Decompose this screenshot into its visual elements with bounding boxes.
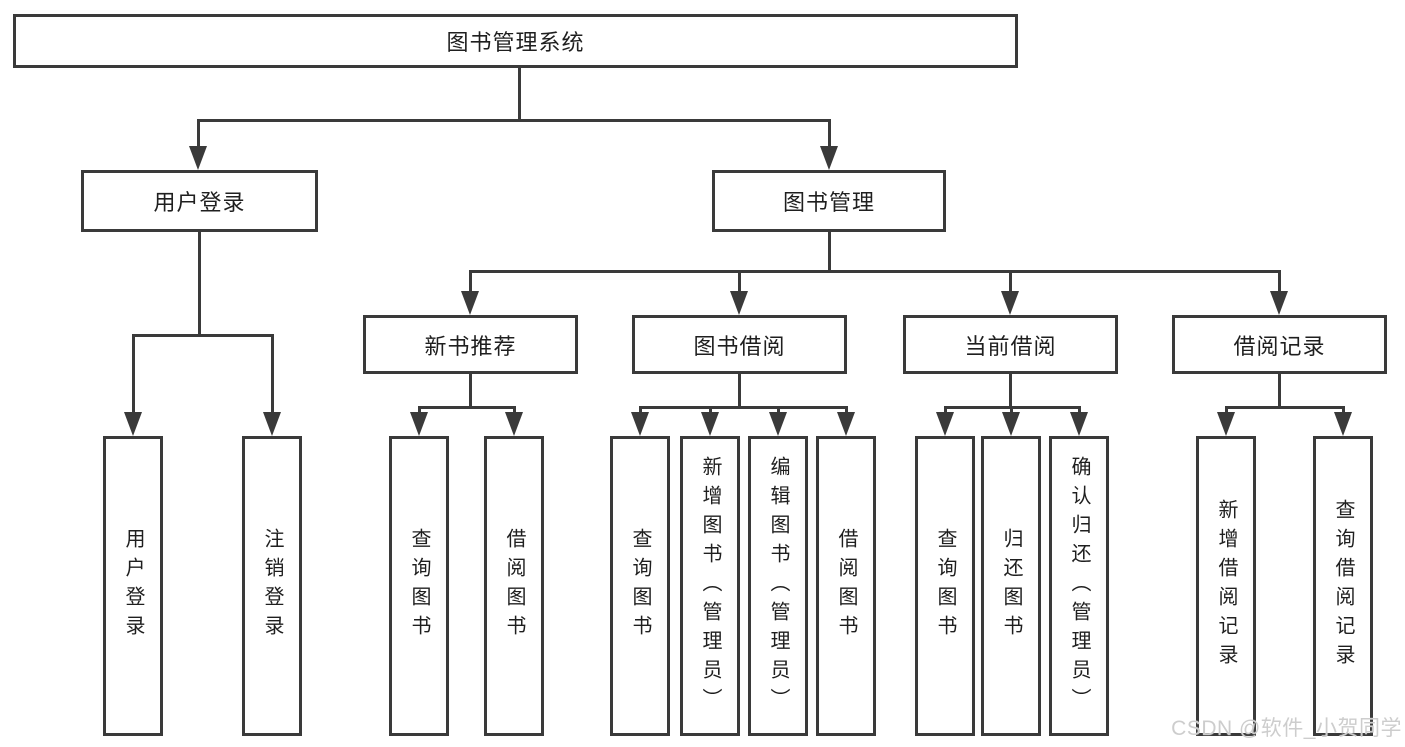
connector-group4-rail	[1225, 406, 1345, 409]
connector-drop-g3c2	[1010, 406, 1013, 414]
connector-drop-book-mgmt	[828, 119, 831, 148]
arrowhead-book-borrow	[730, 291, 748, 315]
connector-drop-g3c1	[944, 406, 947, 414]
leaf-borrow-books: 借阅图书	[816, 436, 876, 736]
connector-book-mgmt-trunk	[828, 232, 831, 272]
connector-drop-leaf-logout	[271, 334, 274, 414]
arrowhead-g3c1	[936, 412, 954, 436]
node-current-borrow: 当前借阅	[903, 315, 1118, 374]
connector-drop-book-borrow	[738, 270, 741, 292]
leaf-logout: 注销登录	[242, 436, 302, 736]
connector-drop-g2c3	[777, 406, 780, 414]
leaf-confirm-return-admin: 确认归还（管理员）	[1049, 436, 1109, 736]
arrowhead-g2c3	[769, 412, 787, 436]
connector-drop-current-borrow	[1009, 270, 1012, 292]
arrowhead-new-book	[461, 291, 479, 315]
connector-user-login-rail	[132, 334, 274, 337]
node-book-borrow: 图书借阅	[632, 315, 847, 374]
arrowhead-current-borrow	[1001, 291, 1019, 315]
connector-level2-rail	[197, 119, 831, 122]
arrowhead-leaf-user-login	[124, 412, 142, 436]
connector-user-login-trunk	[198, 232, 201, 336]
leaf-query-books-borrow: 查询图书	[610, 436, 670, 736]
leaf-query-borrow-record: 查询借阅记录	[1313, 436, 1373, 736]
connector-drop-g1c2	[513, 406, 516, 414]
arrowhead-leaf-logout	[263, 412, 281, 436]
arrowhead-g2c2	[701, 412, 719, 436]
connector-drop-g1c1	[418, 406, 421, 414]
arrowhead-book-mgmt	[820, 146, 838, 170]
connector-group3-trunk	[1009, 374, 1012, 408]
leaf-user-login: 用户登录	[103, 436, 163, 736]
leaf-edit-book-admin: 编辑图书（管理员）	[748, 436, 808, 736]
connector-drop-user-login	[197, 119, 200, 148]
connector-root-trunk	[518, 68, 521, 121]
node-book-mgmt: 图书管理	[712, 170, 946, 232]
arrowhead-g4c1	[1217, 412, 1235, 436]
leaf-query-books-recommend: 查询图书	[389, 436, 449, 736]
connector-level3-rail	[469, 270, 1281, 273]
connector-group4-trunk	[1278, 374, 1281, 408]
arrowhead-user-login	[189, 146, 207, 170]
leaf-query-books-current: 查询图书	[915, 436, 975, 736]
leaf-borrow-books-recommend: 借阅图书	[484, 436, 544, 736]
connector-drop-new-book	[469, 270, 472, 292]
leaf-add-borrow-record: 新增借阅记录	[1196, 436, 1256, 736]
arrowhead-g3c3	[1070, 412, 1088, 436]
arrowhead-g1c1	[410, 412, 428, 436]
connector-drop-g4c1	[1225, 406, 1228, 414]
arrowhead-g1c2	[505, 412, 523, 436]
connector-group2-rail	[639, 406, 848, 409]
node-new-book-recommend: 新书推荐	[363, 315, 578, 374]
connector-drop-g2c1	[639, 406, 642, 414]
connector-group2-trunk	[738, 374, 741, 408]
arrowhead-g2c1	[631, 412, 649, 436]
connector-drop-g2c2	[709, 406, 712, 414]
connector-drop-g4c2	[1342, 406, 1345, 414]
connector-drop-borrow-records	[1278, 270, 1281, 292]
connector-group1-rail	[418, 406, 516, 409]
connector-drop-g2c4	[845, 406, 848, 414]
csdn-watermark: CSDN @软件_小贺同学	[1171, 717, 1402, 740]
arrowhead-g4c2	[1334, 412, 1352, 436]
connector-drop-g3c3	[1078, 406, 1081, 414]
node-borrow-records: 借阅记录	[1172, 315, 1387, 374]
connector-drop-leaf-user-login	[132, 334, 135, 414]
arrowhead-borrow-records	[1270, 291, 1288, 315]
node-root: 图书管理系统	[13, 14, 1018, 68]
arrowhead-g3c2	[1002, 412, 1020, 436]
connector-group1-trunk	[469, 374, 472, 408]
arrowhead-g2c4	[837, 412, 855, 436]
leaf-add-book-admin: 新增图书（管理员）	[680, 436, 740, 736]
node-user-login: 用户登录	[81, 170, 318, 232]
leaf-return-book: 归还图书	[981, 436, 1041, 736]
